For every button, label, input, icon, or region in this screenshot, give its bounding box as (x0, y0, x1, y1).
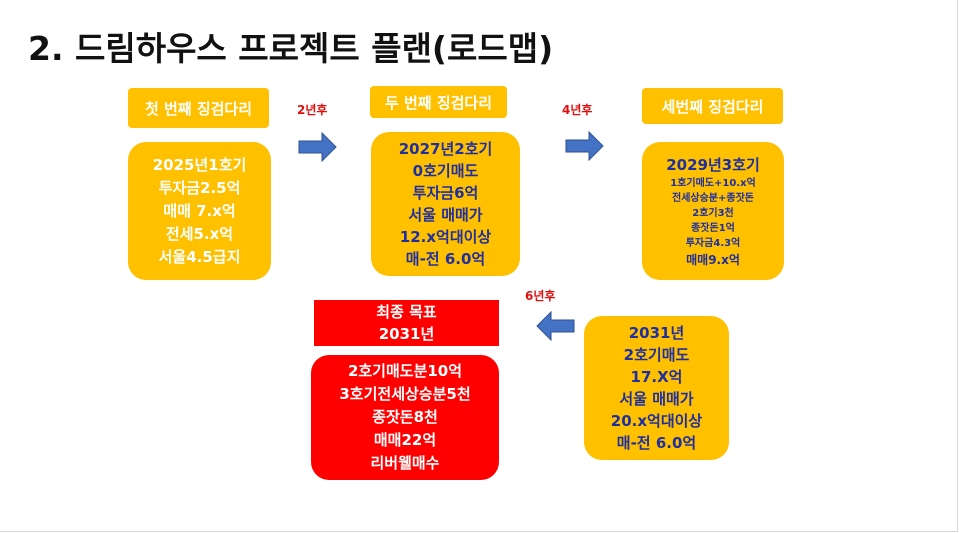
step-1-line: 서울4.5급지 (158, 247, 241, 266)
step-3-line: 1호기매도+10.x억 (670, 177, 756, 189)
goal-line: 매매22억 (373, 431, 437, 449)
goal-header-line: 최종 목표 (376, 303, 437, 321)
step-4-box: 2031년 2호기매도 17.X억 서울 매매가 20.x억대이상 매-전 6.… (584, 316, 729, 460)
goal-line: 3호기전세상승분5천 (339, 385, 471, 403)
goal-box: 2호기매도분10억 3호기전세상승분5천 종잣돈8천 매매22억 리버웰매수 (311, 355, 499, 480)
step-1-label: 첫 번째 징검다리 (128, 88, 269, 128)
step-1-line: 투자금2.5억 (158, 178, 241, 197)
step-3-line: 전세상승분+종잣돈 (672, 192, 754, 204)
step-2-line: 서울 매매가 (408, 206, 483, 224)
step-2-line: 0호기매도 (412, 162, 479, 180)
step-3-box: 2029년3호기 1호기매도+10.x억 전세상승분+종잣돈 2호기3천 종잣돈… (642, 142, 784, 280)
right-arrow-icon (565, 131, 604, 161)
step-2-label: 두 번째 징검다리 (370, 86, 507, 118)
step-3-line: 종잣돈1억 (691, 222, 735, 234)
page-title: 2. 드림하우스 프로젝트 플랜(로드맵) (28, 29, 554, 68)
step-4-line: 서울 매매가 (619, 390, 694, 408)
goal-line: 2호기매도분10억 (347, 362, 463, 380)
step-3-line: 투자금4.3억 (685, 237, 741, 249)
goal-line: 종잣돈8천 (372, 408, 438, 426)
step-4-line: 17.X억 (630, 368, 683, 386)
gap-label-4-years: 4년후 (562, 103, 593, 117)
step-2-line: 매-전 6.0억 (405, 250, 486, 268)
step-3-line: 2호기3천 (692, 207, 734, 219)
step-4-line: 2호기매도 (623, 346, 690, 364)
goal-header-line: 2031년 (378, 325, 435, 343)
step-2-line: 투자금6억 (412, 184, 479, 202)
gap-label-2-years: 2년후 (297, 103, 328, 117)
step-1-box: 2025년1호기 투자금2.5억 매매 7.x억 전세5.x억 서울4.5급지 (128, 142, 271, 280)
step-1-line: 2025년1호기 (152, 155, 247, 174)
step-4-line: 20.x억대이상 (610, 412, 703, 430)
step-4-line: 2031년 (628, 324, 685, 342)
right-arrow-icon (298, 132, 337, 162)
step-3-heading: 2029년3호기 (666, 155, 760, 174)
step-1-line: 매매 7.x억 (163, 201, 236, 220)
step-1-line: 전세5.x억 (165, 224, 234, 243)
step-2-line: 12.x억대이상 (399, 228, 492, 246)
step-3-label: 세번째 징검다리 (642, 88, 783, 124)
goal-header: 최종 목표 2031년 (314, 300, 499, 346)
step-4-line: 매-전 6.0억 (616, 434, 697, 452)
gap-label-6-years: 6년후 (525, 289, 556, 303)
left-arrow-icon (536, 311, 575, 341)
step-3-footer: 매매9.x억 (686, 252, 740, 267)
step-2-box: 2027년2호기 0호기매도 투자금6억 서울 매매가 12.x억대이상 매-전… (371, 132, 520, 276)
step-2-line: 2027년2호기 (398, 140, 493, 158)
goal-line: 리버웰매수 (370, 454, 440, 472)
